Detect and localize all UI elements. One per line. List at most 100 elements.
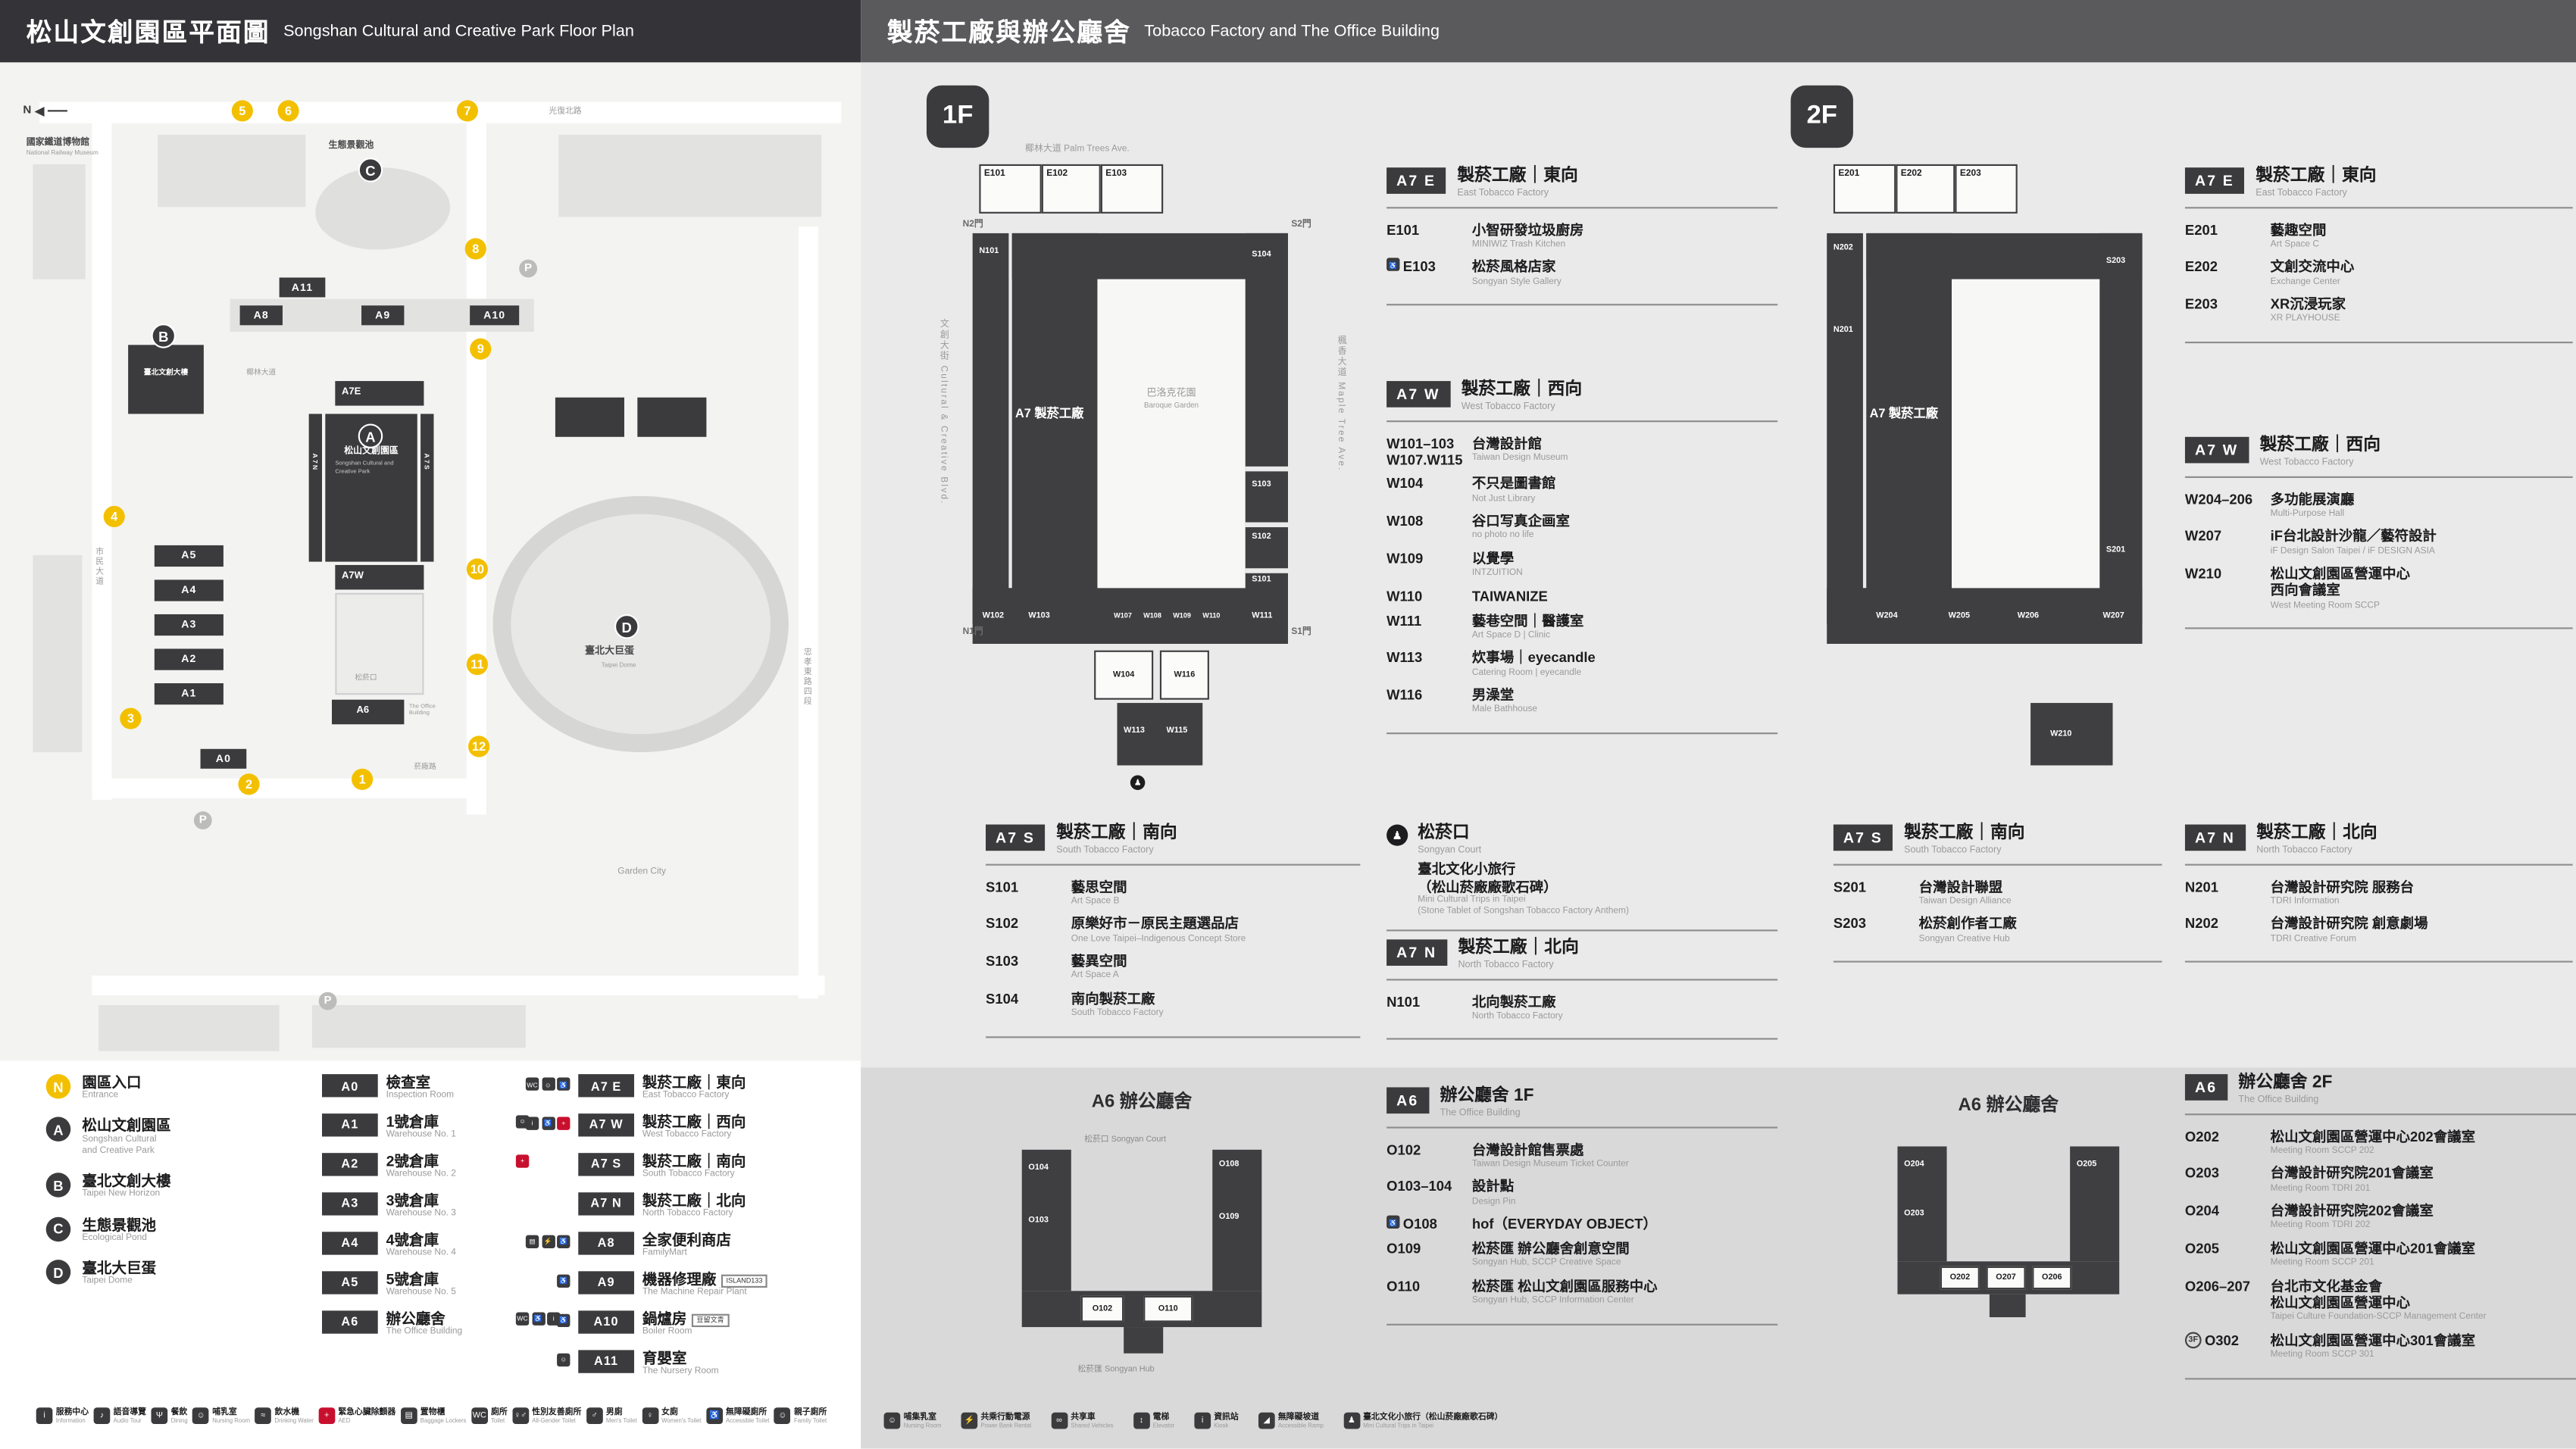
sccp-map-label-en: Songshan Cultural and Creative Park (335, 460, 394, 474)
floor-marker: 3F (2184, 1332, 2202, 1348)
room-code: E202 (2184, 258, 2218, 275)
legend-building-row: A5 5號倉庫 Warehouse No. 5 (321, 1271, 568, 1300)
amenity-icons: i ♿ + (517, 1113, 571, 1130)
facility-label-zh: 餐飲 (170, 1407, 188, 1418)
wall-gap (1245, 466, 1288, 472)
section-title-en: East Tobacco Factory (2256, 189, 2347, 199)
legend-building-row: A7 N 製菸工廠｜北向 North Tobacco Factory (578, 1192, 858, 1221)
legend-building-row: A7 S 製菸工廠｜南向 South Tobacco Factory (578, 1153, 858, 1182)
room-name-en: Songyan Hub, SCCP Information Center (1471, 1295, 1634, 1306)
baroque-garden-courtyard (1097, 279, 1246, 589)
room-name-zh: 台灣設計研究院202會議室 (2270, 1202, 2434, 1219)
room-name-en: Art Space C (2270, 239, 2319, 250)
facility-icon: ☺ (883, 1412, 901, 1429)
marker-d: D (614, 614, 639, 639)
marker-icon: D (45, 1260, 71, 1285)
floorplan-1f: 椰林大道 Palm Trees Ave. 文創大街 Cultural & Cre… (938, 141, 1377, 798)
room-name-zh: 男澡堂 (1471, 686, 1515, 704)
amenity-icon: ♿ (541, 1116, 555, 1130)
left-title-zh: 松山文創園區平面圖 (26, 20, 270, 48)
marker-label-zh: 臺北文創大樓 (82, 1173, 171, 1190)
building-badge: A5 (321, 1271, 378, 1294)
left-header: 松山文創園區平面圖 Songshan Cultural and Creative… (0, 0, 861, 63)
a6-bottom-bar (1021, 1291, 1262, 1328)
facility-icon: ↕ (1133, 1412, 1150, 1429)
room-name-en: Meeting Room SCCP 202 (2270, 1145, 2374, 1156)
room-code: O110 (1386, 1277, 1421, 1294)
a6-building: A6 (332, 699, 405, 725)
building-label-en: South Tobacco Factory (642, 1170, 735, 1180)
room-name-zh: 以覺學 (1471, 550, 1515, 567)
building-label-en: East Tobacco Factory (642, 1091, 730, 1101)
marker-label-en: Ecological Pond (82, 1233, 147, 1244)
section-title-zh: 製菸工廠｜北向 (2256, 823, 2377, 843)
room-name-en: MINIWIZ Trash Kitchen (1471, 239, 1566, 250)
legend-marker-row: B 臺北文創大樓 Taipei New Horizon (45, 1173, 309, 1201)
building-label-en: Warehouse No. 3 (386, 1209, 456, 1219)
a5-map-badge: A5 (154, 545, 224, 567)
room-name-zh: 南向製菸工廠 (1071, 990, 1155, 1007)
amenity-icon: ▤ (525, 1235, 539, 1248)
room-code: O302 (2204, 1332, 2240, 1348)
building-label-zh: 5號倉庫 (386, 1271, 439, 1288)
room-name-en: Taiwan Design Museum (1471, 452, 1568, 463)
facility-icon: ♂ (586, 1407, 603, 1424)
room-code-2: W107.W115 (1386, 451, 1463, 468)
room-name-en: Catering Room | eyecandle (1471, 667, 1582, 678)
amenity-icon: WC (525, 1077, 539, 1091)
marker-c: C (358, 158, 383, 183)
a1-map-badge: A1 (154, 683, 224, 705)
facility-label-zh: 飲水機 (274, 1407, 300, 1418)
court-title-zh: 松菸口 (1418, 823, 1470, 843)
section-title-en: The Office Building (2238, 1095, 2319, 1106)
section-badge: A7 N (1386, 939, 1447, 966)
entrance-2: 2 (238, 773, 260, 795)
room-label: W205 (1948, 611, 1971, 621)
room-e103: E103 (1100, 164, 1164, 214)
facility-label-en: Power Bank Rental (980, 1422, 1032, 1429)
room-name-en: Art Space D | Clinic (1471, 630, 1551, 641)
courtyard (1952, 279, 2100, 589)
room-code: O102 (1386, 1141, 1421, 1157)
facility-item: ♀ 女廁 Women's Toilet (642, 1407, 701, 1424)
south-wing (2099, 233, 2143, 624)
park-map: 椰林大道 A7E A7N A7S 松山文創園區 Songshan Cultura… (0, 62, 861, 1061)
facility-item: ♂ 男廁 Men's Toilet (586, 1407, 637, 1424)
room-name-zh: 小智研發垃圾廚房 (1471, 220, 1584, 238)
building-label-en: The Office Building (386, 1327, 463, 1338)
room-code: W109 (1386, 550, 1424, 567)
section-badge: A7 N (2184, 824, 2246, 851)
room-name-zh: 松菸匯 辦公廳舍創意空間 (1471, 1239, 1630, 1257)
court-line-en1: Mini Cultural Trips in Taipei (1418, 895, 1526, 906)
room-name-zh: 松山文創園區營運中心202會議室 (2270, 1127, 2476, 1145)
building-badge: A7 S (578, 1153, 634, 1176)
a7e-building: A7E (335, 381, 424, 406)
room-name-zh: 松菸風格店家 (1471, 258, 1556, 275)
room-code: O204 (2184, 1202, 2220, 1219)
room-name-zh: 台灣設計研究院201會議室 (2270, 1165, 2434, 1182)
facility-label-en: All-Gender Toilet (532, 1417, 576, 1424)
room-name-zh2: 西向會議室 (2270, 582, 2340, 599)
facility-icon: + (318, 1407, 336, 1424)
section-badge: A7 S (1833, 824, 1893, 851)
room-label: W210 (2050, 729, 2072, 739)
amenity-icon: ☺ (515, 1115, 530, 1129)
room-name-zh: 文創交流中心 (2270, 258, 2355, 275)
room-code: S201 (1833, 878, 1866, 895)
room-code: W210 (2184, 565, 2222, 582)
facility-label-zh: 女廁 (661, 1407, 678, 1418)
amenity-icons: ♿ (517, 1310, 571, 1327)
room-e202: E202 (1896, 164, 1955, 214)
